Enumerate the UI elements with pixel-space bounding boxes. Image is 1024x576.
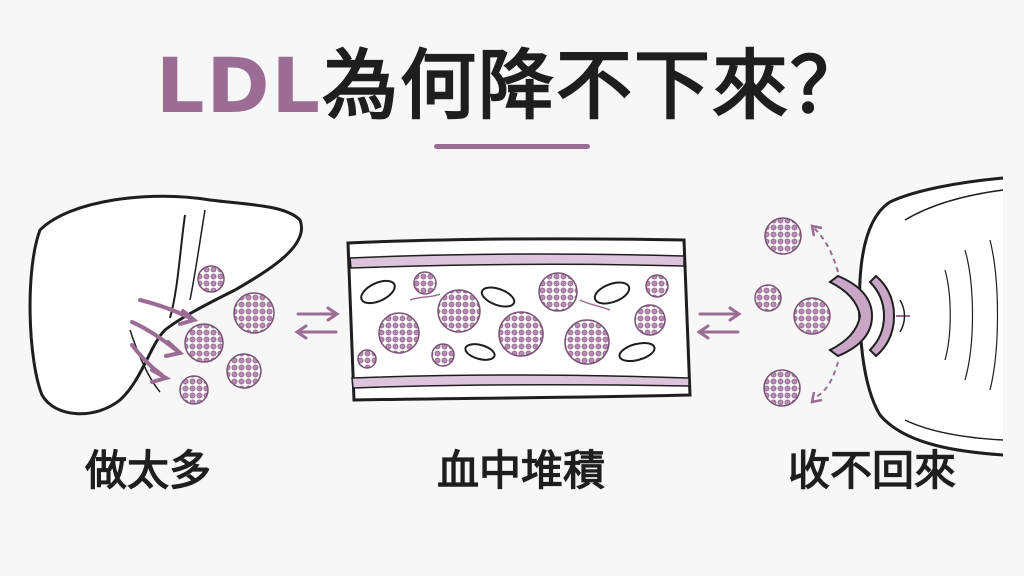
ldl-particles-vessel [357,271,669,369]
ldl-particle [763,369,801,407]
ldl-particle [357,349,377,369]
ldl-particle [184,323,224,363]
exchange-arrows-1 [294,306,340,340]
ldl-particle [226,353,262,389]
ldl-particle [233,292,275,334]
ldl-particle [764,217,802,255]
ldl-particle [564,319,610,365]
caption-vessel: 血中堆積 [436,446,605,495]
ldl-particle [413,271,437,295]
ldl-particle [197,265,225,293]
title-underline [434,144,590,149]
ldl-particle [498,311,544,357]
ldl-particle [179,375,209,405]
ldl-particle [538,272,578,312]
deflected-arrows [813,227,839,399]
title-rest: 為何降不下來？ [321,41,868,130]
ldl-particle [793,297,831,335]
caption-cell: 收不回來 [787,446,956,495]
liver-icon [28,194,304,416]
title-accent: LDL [156,41,322,130]
ldl-particle [754,284,782,312]
ldl-particles-liver [179,265,275,405]
output-arrows [130,298,199,384]
ldl-particle [437,289,481,333]
ldl-particle [378,312,420,354]
ldl-particles-cell [754,217,831,407]
ldl-particle [431,343,455,367]
ldl-particle [645,274,669,298]
ldl-particle [634,304,666,336]
cell-receptor-icon [828,176,1004,457]
exchange-arrows-2 [696,306,742,340]
caption-liver: 做太多 [84,446,211,495]
page-title: LDL為何降不下來？ [0,48,1024,124]
